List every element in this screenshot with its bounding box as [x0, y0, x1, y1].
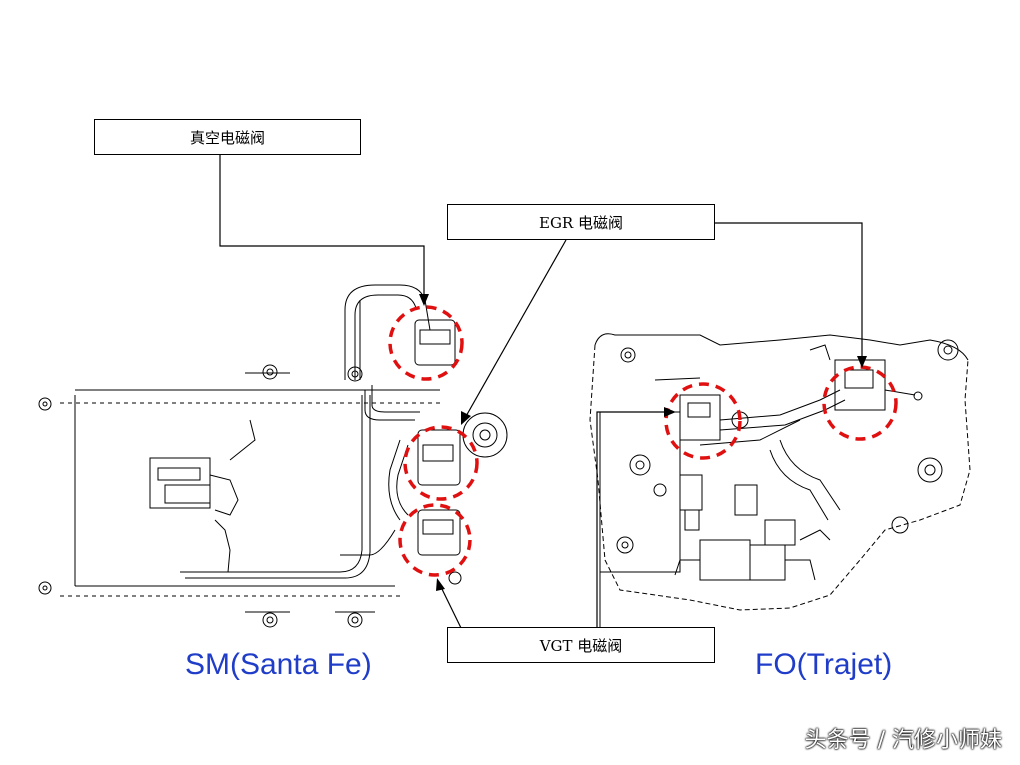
source-watermark: 头条号 / 汽修小师妹 [804, 728, 1002, 753]
highlight-circles [388, 305, 898, 577]
santa-fe-caption: SM(Santa Fe) [185, 648, 372, 681]
arrowheads [419, 294, 867, 591]
highlight-egr-solenoid-sm [403, 425, 479, 501]
vgt-solenoid-label: VGT 电磁阀 [447, 627, 715, 663]
highlight-vgt-solenoid-fo [664, 382, 742, 460]
highlight-vacuum-solenoid [388, 305, 464, 381]
vacuum-solenoid-label: 真空电磁阀 [94, 119, 361, 155]
arrow-egr-right [857, 356, 867, 368]
vacuum-solenoid-label-text: 真空电磁阀 [189, 128, 265, 147]
arrow-vacuum [419, 294, 429, 306]
trajet-caption: FO(Trajet) [755, 648, 893, 681]
highlight-vgt-solenoid-sm [398, 503, 472, 577]
arrow-egr-left [461, 411, 471, 425]
arrow-vgt-left [436, 578, 445, 591]
trajet-engine-drawing [589, 333, 971, 627]
egr-solenoid-label: EGR 电磁阀 [447, 204, 715, 240]
vgt-solenoid-label-text: VGT 电磁阀 [539, 636, 623, 655]
egr-solenoid-label-text: EGR 电磁阀 [539, 213, 623, 232]
highlight-egr-solenoid-fo [822, 365, 898, 441]
leader-lines [219, 155, 863, 631]
santa-fe-engine-drawing [38, 284, 508, 628]
arrow-vgt-right [664, 407, 676, 417]
